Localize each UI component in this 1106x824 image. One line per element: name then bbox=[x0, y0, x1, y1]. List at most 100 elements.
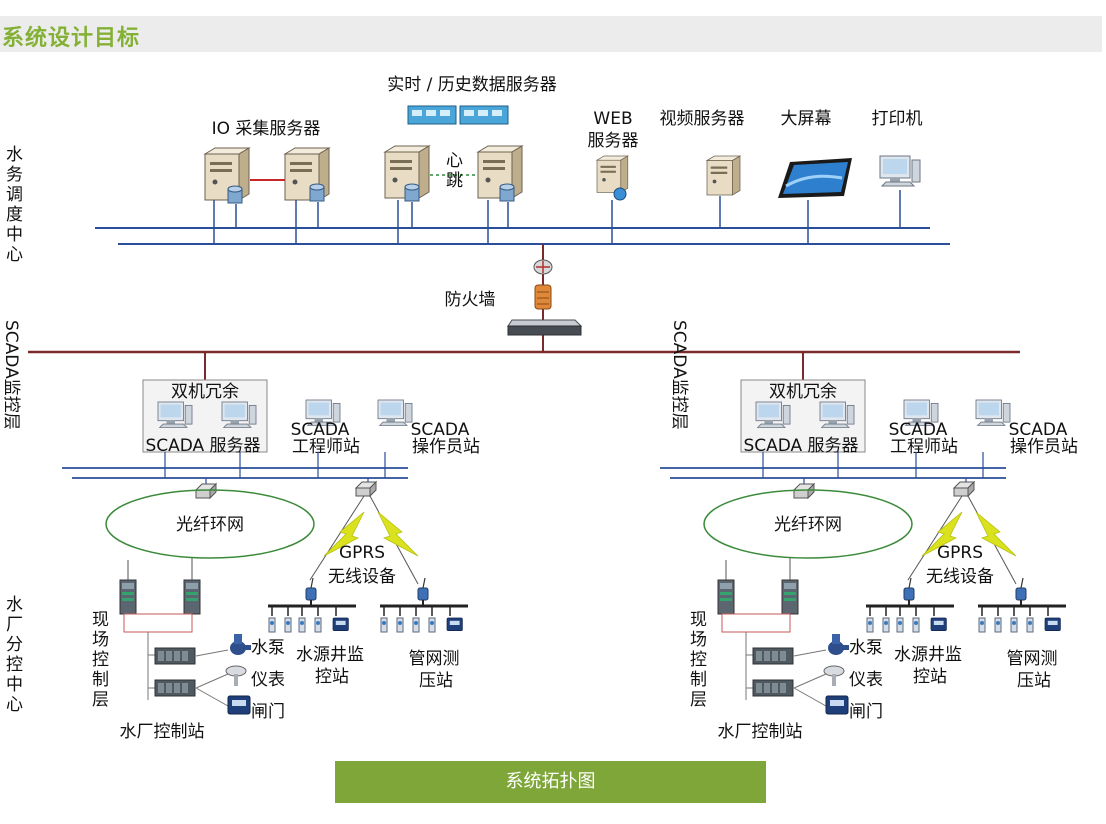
label-video-server: 视频服务器 bbox=[660, 109, 745, 129]
dispatch-droplines bbox=[213, 190, 901, 244]
label-wireless: 无线设备 bbox=[328, 567, 396, 587]
label-heartbeat-1: 心 bbox=[446, 151, 463, 171]
label-field-control-2: 场 bbox=[690, 630, 707, 650]
pipe-sensor-icon bbox=[396, 617, 404, 633]
label-heartbeat-2: 跳 bbox=[446, 171, 463, 191]
gate-icon bbox=[227, 695, 251, 715]
pipe-sensor-icon bbox=[412, 617, 420, 633]
label-field-control-1: 现 bbox=[690, 610, 707, 630]
device-link bbox=[195, 687, 229, 707]
label-well-station-2: 控站 bbox=[315, 667, 349, 687]
label-engineer-2: 工程师站 bbox=[890, 437, 958, 457]
well-radio-icon bbox=[903, 577, 915, 601]
pipe-sensor-icon bbox=[994, 617, 1002, 633]
video-server bbox=[706, 155, 741, 196]
pipe-sensor-icon bbox=[978, 617, 986, 633]
pipe-gate-icon bbox=[1044, 617, 1061, 631]
pipe-sensor-icon bbox=[428, 617, 436, 633]
label-redundancy: 双机冗余 bbox=[171, 382, 239, 402]
operator-station-pc bbox=[975, 399, 1011, 426]
layer-label-branch: 水厂分 控中心 bbox=[6, 595, 28, 715]
field-plc-2 bbox=[781, 579, 799, 615]
label-plant-station: 水厂控制站 bbox=[120, 722, 205, 742]
label-fiber-ring: 光纤环网 bbox=[176, 515, 244, 535]
gprs-link-left bbox=[309, 495, 365, 581]
device-link bbox=[195, 673, 229, 689]
label-wireless: 无线设备 bbox=[926, 567, 994, 587]
diagram-caption-button[interactable]: 系统拓扑图 bbox=[335, 761, 766, 803]
io-rack-1 bbox=[752, 647, 794, 665]
gprs-link-left bbox=[907, 495, 963, 581]
core-switch-icon bbox=[507, 319, 583, 336]
label-field-control-1: 现 bbox=[92, 610, 109, 630]
layer-label-dispatch: 水务调 度中心 bbox=[6, 145, 28, 265]
layer-label-scada-left: SCADA监控层 bbox=[1, 320, 21, 430]
gate-icon bbox=[825, 695, 849, 715]
pump-icon bbox=[828, 634, 849, 655]
pipe-sensor-icon bbox=[1010, 617, 1018, 633]
label-engineer-2: 工程师站 bbox=[292, 437, 360, 457]
device-link bbox=[793, 687, 827, 707]
label-operator-1: SCADA bbox=[411, 420, 470, 440]
pump-icon bbox=[230, 634, 251, 655]
label-field-control-5: 层 bbox=[690, 690, 707, 710]
section-header: 系统设计目标 bbox=[0, 16, 1102, 52]
label-scada-servers: SCADA 服务器 bbox=[145, 436, 260, 456]
fiber-ring bbox=[703, 489, 913, 559]
io-db-1 bbox=[227, 185, 243, 204]
label-history-servers: 实时 / 历史数据服务器 bbox=[387, 75, 557, 95]
gprs-switch-icon bbox=[355, 481, 377, 497]
history-switch-right bbox=[459, 105, 509, 125]
well-sensor-icon bbox=[896, 617, 904, 633]
label-pipe-station-2: 压站 bbox=[1017, 671, 1051, 691]
label-field-control-3: 控 bbox=[92, 650, 109, 670]
label-io-servers: IO 采集服务器 bbox=[212, 119, 321, 139]
label-engineer-1: SCADA bbox=[291, 420, 350, 440]
label-web-1: WEB bbox=[593, 109, 632, 129]
history-db-1 bbox=[404, 183, 420, 202]
device-link bbox=[793, 649, 827, 657]
web-server bbox=[596, 155, 629, 193]
label-firewall: 防火墙 bbox=[445, 290, 496, 310]
well-sensor-icon bbox=[882, 617, 890, 633]
label-field-control-3: 控 bbox=[690, 650, 707, 670]
well-sensor-icon bbox=[268, 617, 276, 633]
label-pipe-station-1: 管网测 bbox=[409, 649, 460, 669]
well-gate-icon bbox=[930, 617, 947, 631]
label-well-station-1: 水源井监 bbox=[296, 645, 364, 665]
pipe-sensor-icon bbox=[380, 617, 388, 633]
fiber-ring bbox=[105, 489, 315, 559]
label-field-control-2: 场 bbox=[92, 630, 109, 650]
well-sensor-icon bbox=[912, 617, 920, 633]
io-rack-1 bbox=[154, 647, 196, 665]
field-plc-1 bbox=[119, 579, 137, 615]
page-title: 系统设计目标 bbox=[2, 26, 141, 51]
printer-workstation-icon bbox=[879, 155, 921, 187]
well-sensor-icon bbox=[284, 617, 292, 633]
pipe-sensor-icon bbox=[1026, 617, 1034, 633]
label-meter: 仪表 bbox=[849, 670, 883, 690]
label-scada-servers: SCADA 服务器 bbox=[743, 436, 858, 456]
label-field-control-5: 层 bbox=[92, 690, 109, 710]
label-plant-station: 水厂控制站 bbox=[718, 722, 803, 742]
label-valve: 闸门 bbox=[849, 702, 883, 722]
big-screen-icon bbox=[778, 158, 852, 198]
label-fiber-ring: 光纤环网 bbox=[774, 515, 842, 535]
io-db-2 bbox=[309, 183, 325, 202]
label-field-control-4: 制 bbox=[92, 670, 109, 690]
device-link bbox=[195, 649, 229, 657]
router-icon bbox=[533, 259, 553, 275]
label-engineer-1: SCADA bbox=[889, 420, 948, 440]
history-switch-left bbox=[407, 105, 457, 125]
pipe-radio-icon bbox=[417, 577, 429, 601]
ring-switch-icon bbox=[195, 483, 217, 499]
io-rack-2 bbox=[752, 679, 794, 697]
label-big-screen: 大屏幕 bbox=[781, 109, 832, 129]
label-operator-1: SCADA bbox=[1009, 420, 1068, 440]
label-meter: 仪表 bbox=[251, 670, 285, 690]
firewall-icon bbox=[534, 284, 552, 310]
well-sensor-icon bbox=[298, 617, 306, 633]
label-operator-2: 操作员站 bbox=[1010, 437, 1078, 457]
